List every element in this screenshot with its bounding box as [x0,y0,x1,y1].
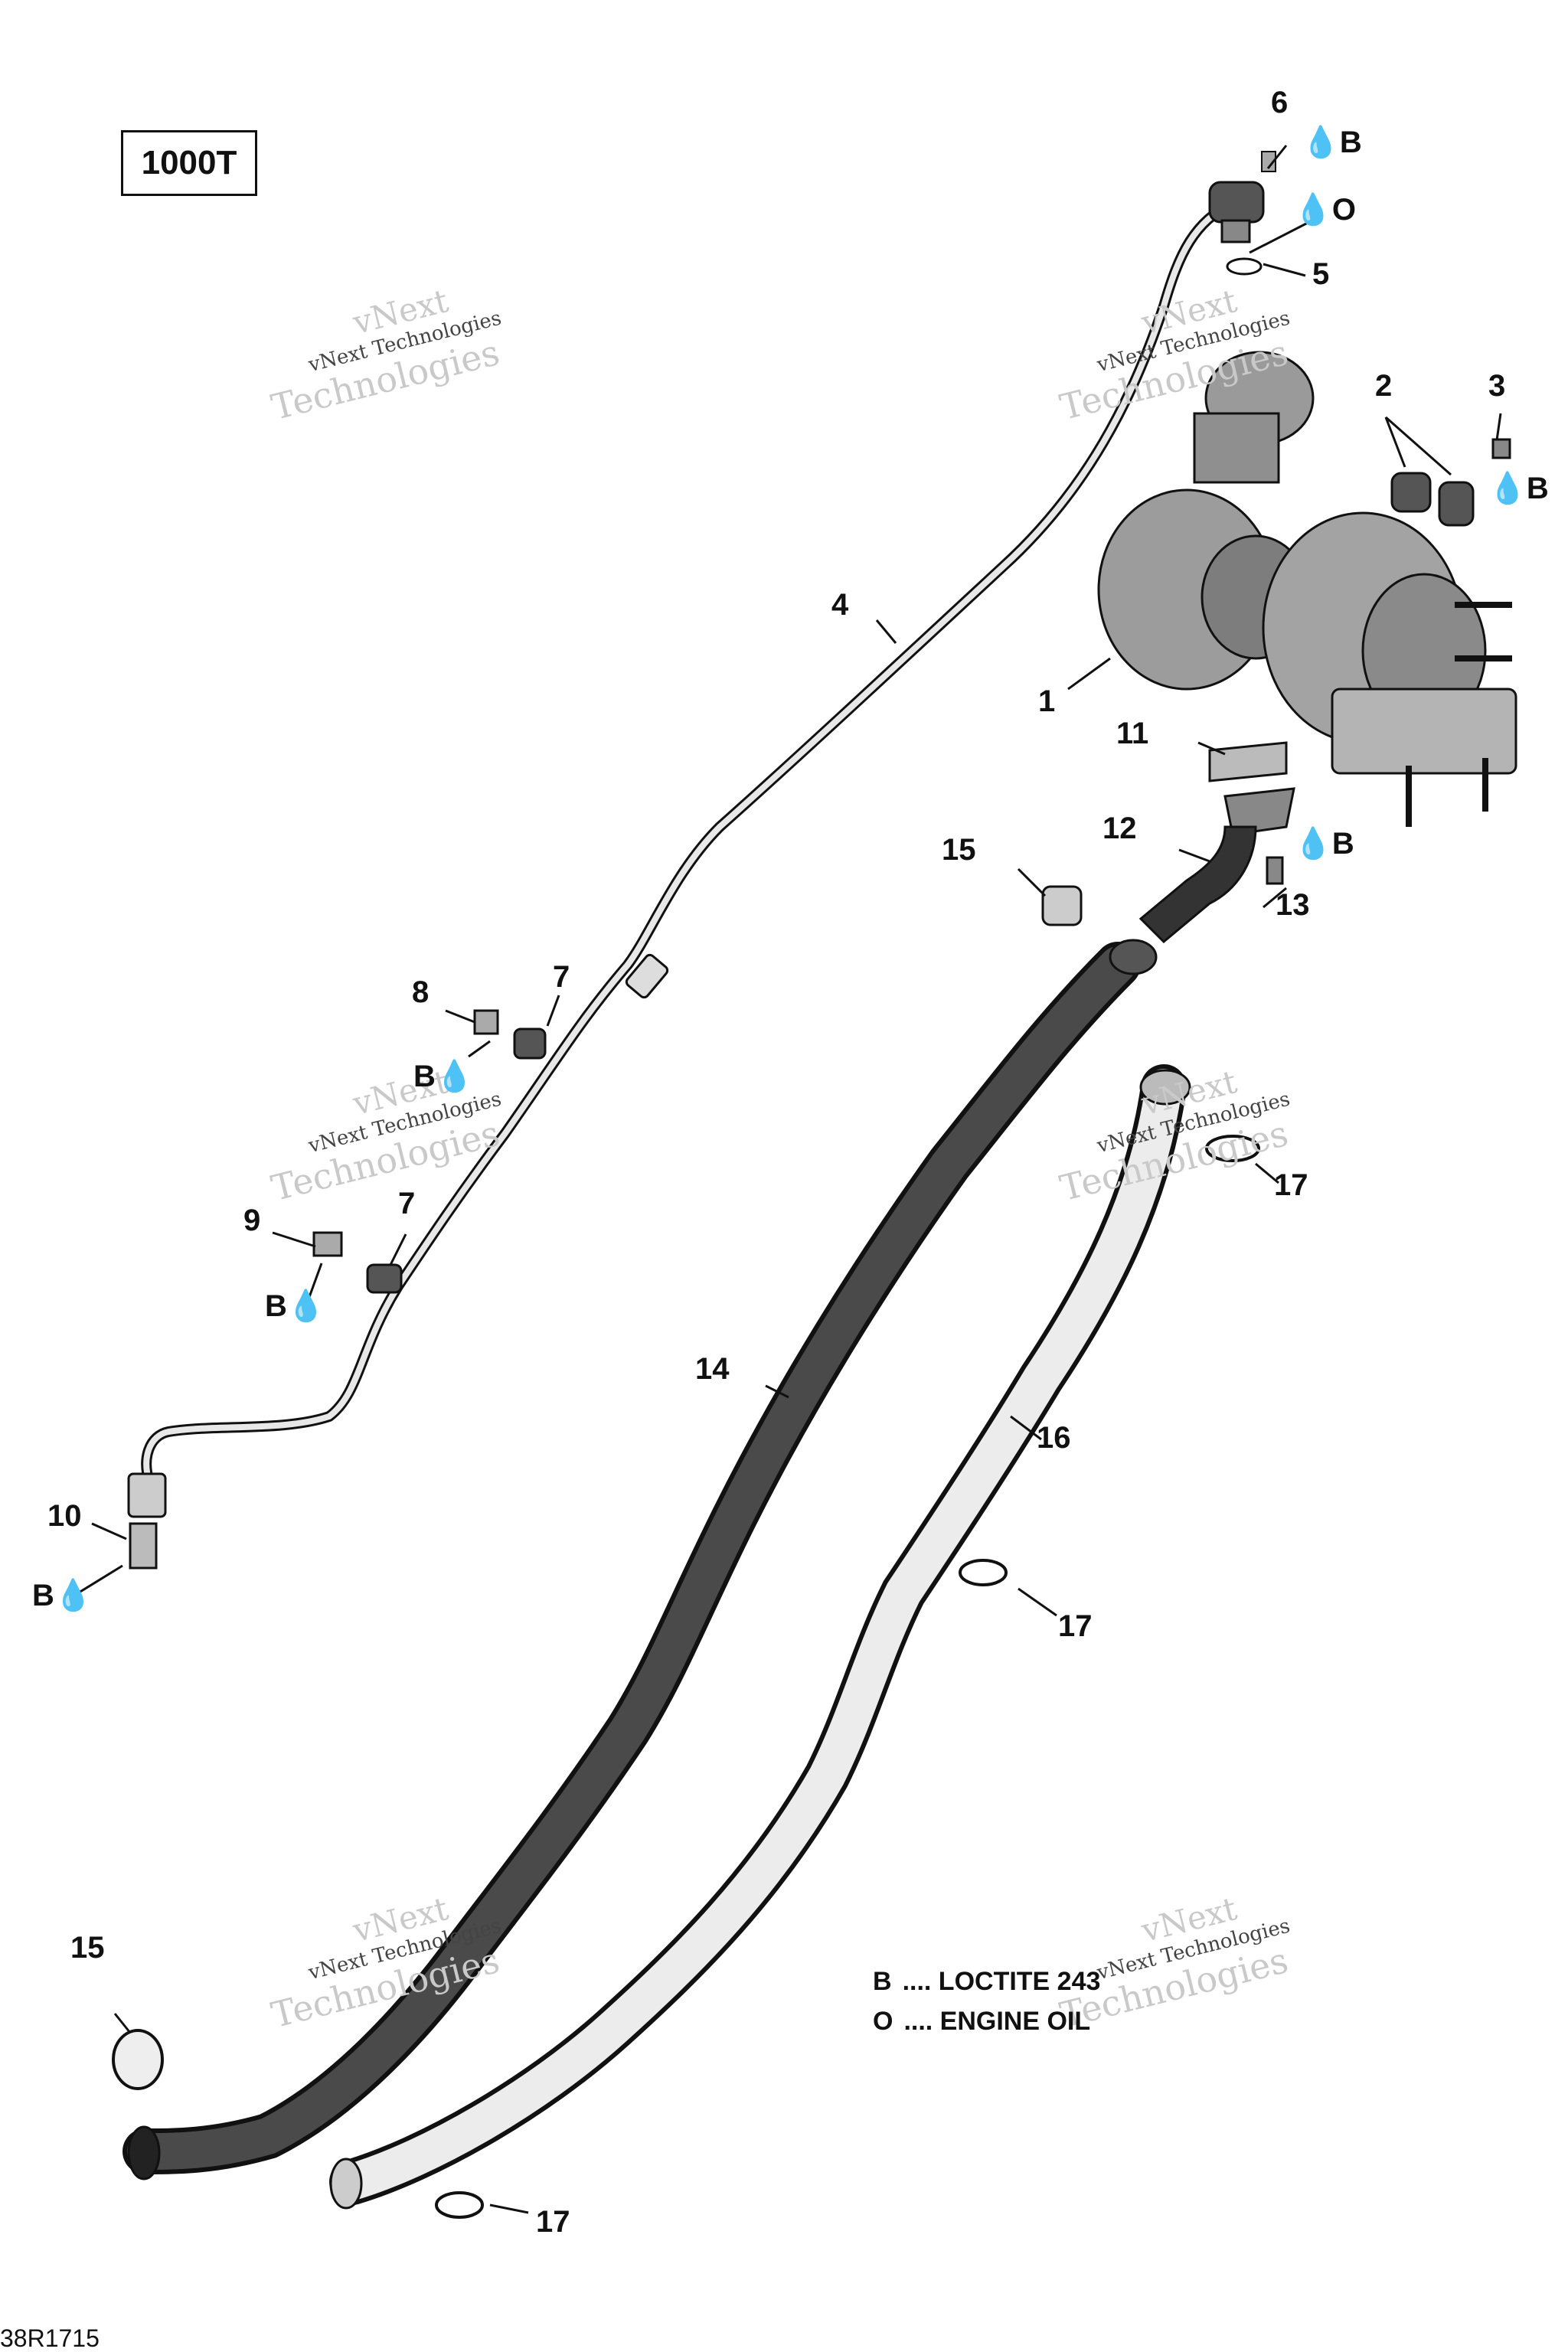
legend-item-loctite: B .... LOCTITE 243 [873,1967,1101,1996]
callout-12: 12 [1102,812,1137,845]
callout-3: 3 [1488,369,1506,403]
callout-16: 16 [1037,1421,1071,1455]
loctite-annotation: 💧B [1294,826,1354,861]
oil-return-hose-dark [122,939,1158,2180]
clips-and-bolts [129,1009,547,1570]
oil-return-elbow [1138,741,1295,944]
engine-oil-annotation: 💧O [1294,192,1356,227]
loctite-annotation: B💧 [32,1578,93,1613]
oil-drop-icon: 💧 [1302,125,1340,160]
callout-4: 4 [831,588,849,622]
oil-drop-icon: 💧 [286,1289,325,1324]
callout-14: 14 [695,1352,730,1386]
callout-6: 6 [1271,86,1289,119]
loctite-annotation: B💧 [265,1289,325,1324]
callout-2: 2 [1375,369,1393,403]
callout-10: 10 [47,1499,82,1533]
loctite-annotation: 💧B [1302,125,1362,160]
callout-9: 9 [243,1204,261,1237]
model-badge: 1000T [121,130,257,196]
callout-13: 13 [1276,888,1310,922]
loctite-annotation: B💧 [413,1059,474,1094]
callout-17: 17 [1058,1609,1093,1643]
callout-8: 8 [412,975,430,1009]
wastegate-plugs [1390,438,1511,527]
oil-drop-icon: 💧 [1488,471,1527,506]
loctite-annotation: 💧B [1488,471,1549,506]
turbocharger [1097,351,1517,827]
callout-15: 15 [70,1931,105,1965]
legend-item-engine-oil: O .... ENGINE OIL [873,2007,1091,2036]
oil-drop-icon: 💧 [435,1059,474,1094]
breather-hose-light [329,1064,1191,2210]
callout-15: 15 [942,833,976,867]
leader-lines [72,145,1502,2214]
oil-feed-line [127,198,1238,1518]
diagram-reference-code: 38R1715 [0,2324,100,2352]
banjo-fitting [1208,151,1276,276]
legend: B .... LOCTITE 243 O .... ENGINE OIL [873,1962,1100,2041]
oil-drop-icon: 💧 [1294,192,1332,227]
callout-5: 5 [1312,257,1330,291]
callout-11: 11 [1116,717,1149,750]
callout-17: 17 [1274,1168,1308,1202]
callout-1: 1 [1038,684,1056,718]
oil-drop-icon: 💧 [1294,826,1332,861]
hose-clamp-top [1041,885,1083,926]
oil-drop-icon: 💧 [54,1578,93,1613]
callout-17: 17 [536,2205,570,2239]
callout-7: 7 [398,1187,416,1220]
callout-7: 7 [553,960,570,994]
hose-clamps [112,1135,1260,2219]
